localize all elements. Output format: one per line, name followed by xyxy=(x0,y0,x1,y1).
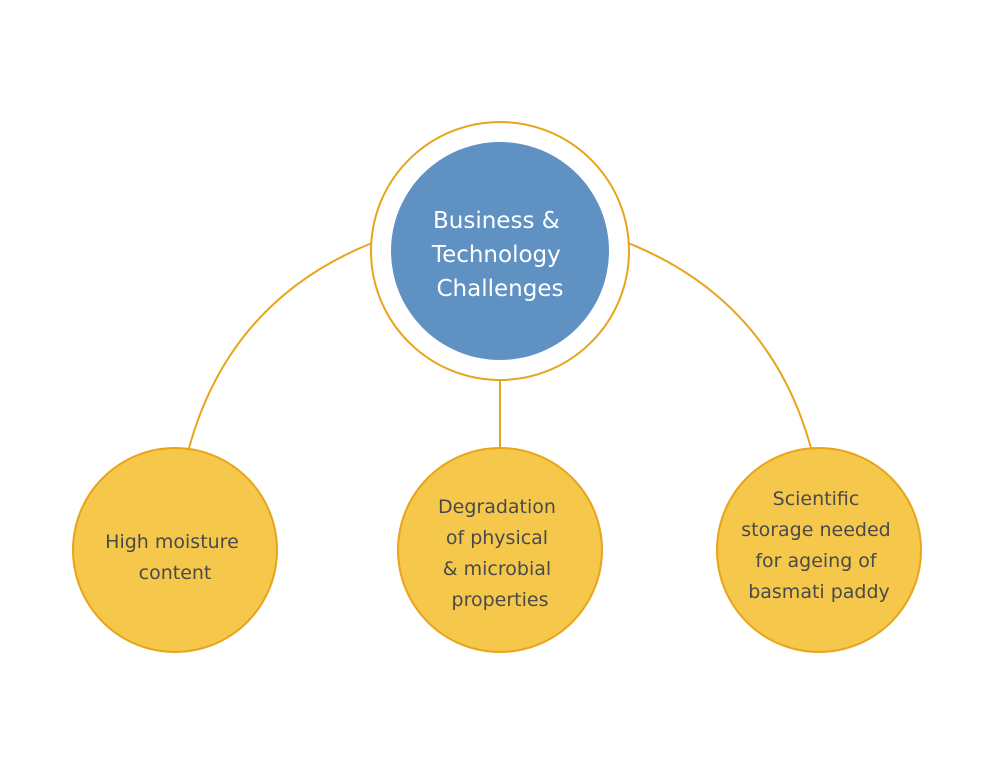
node-label-line: for ageing of xyxy=(755,550,878,572)
node-label-line: content xyxy=(139,562,212,584)
node-label-line: & microbial xyxy=(443,558,551,580)
node-label-line: basmati paddy xyxy=(748,581,890,603)
node-scientific-storage: Scientific storage needed for ageing of … xyxy=(716,447,922,653)
node-label: Scientific storage needed for ageing of … xyxy=(741,488,897,603)
node-label-line: Scientific xyxy=(773,488,860,510)
node-circle xyxy=(397,447,603,653)
center-label-line: Business & xyxy=(433,208,560,234)
node-high-moisture: High moisture content xyxy=(72,447,278,653)
center-label: Business & Technology Challenges xyxy=(431,208,568,302)
node-circle xyxy=(716,447,922,653)
node-label: High moisture content xyxy=(105,531,245,584)
center-circle xyxy=(391,142,609,360)
connector-right xyxy=(627,242,812,449)
center-label-line: Challenges xyxy=(437,276,564,302)
node-label: Degradation of physical & microbial prop… xyxy=(438,496,562,611)
node-label-line: High moisture xyxy=(105,531,239,553)
node-label-line: storage needed xyxy=(741,519,890,541)
center-label-line: Technology xyxy=(431,242,561,268)
node-circle xyxy=(72,447,278,653)
connector-left xyxy=(188,242,373,449)
node-label-line: of physical xyxy=(446,527,548,549)
center-hub: Business & Technology Challenges xyxy=(370,121,630,381)
node-degradation: Degradation of physical & microbial prop… xyxy=(397,447,603,653)
node-label-line: properties xyxy=(452,589,549,611)
node-label-line: Degradation xyxy=(438,496,556,518)
